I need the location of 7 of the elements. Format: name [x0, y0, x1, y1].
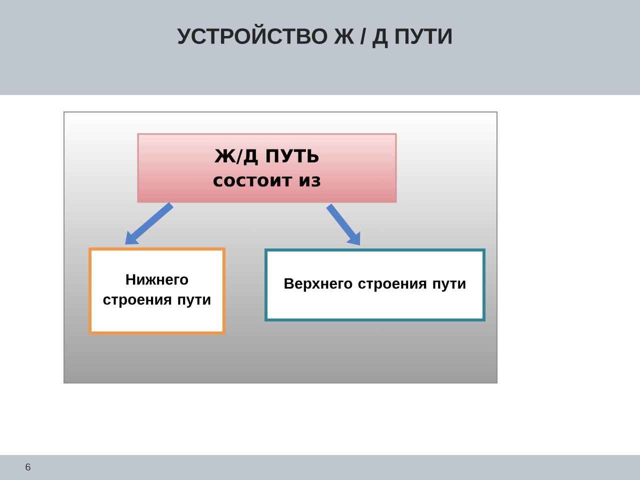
block-arrow — [125, 202, 174, 244]
title: УСТРОЙСТВО Ж / Д ПУТИ — [177, 24, 452, 48]
component-box: Верхнего строения пути — [264, 248, 486, 322]
page-number: 6 — [26, 463, 30, 471]
title-box: Ж/Д ПУТЬ состоит из — [137, 133, 397, 203]
component-box: Нижнего строения пути — [88, 248, 226, 334]
block-arrow — [326, 204, 360, 246]
